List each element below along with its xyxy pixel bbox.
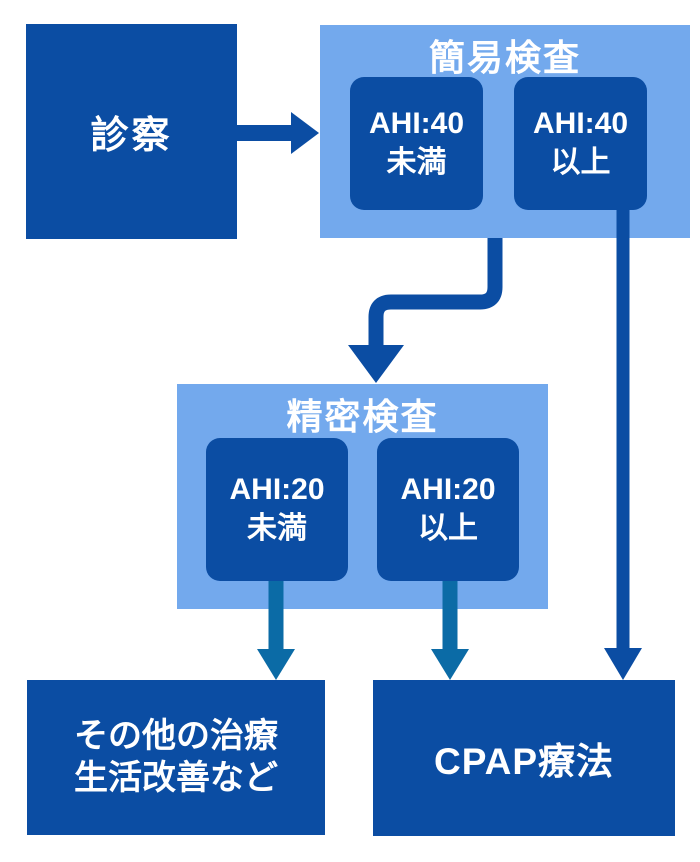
arrow-ahi40-over-to-cpap-icon: [604, 205, 642, 680]
ahi40-under-box: AHI:40 未満: [350, 77, 483, 210]
ahi40-under-line1: AHI:40: [368, 107, 465, 141]
ahi20-under-box: AHI:20 未満: [206, 438, 348, 581]
detailed-test-title: 精密検査: [286, 396, 439, 437]
ahi20-over-line2: 以上: [418, 511, 478, 545]
cpap-label: CPAP療法: [433, 741, 615, 782]
ahi40-over-line1: AHI:40: [532, 107, 629, 141]
ahi20-over-box: AHI:20 以上: [377, 438, 519, 581]
simple-test-title: 簡易検査: [428, 37, 581, 78]
ahi20-under-line2: 未満: [247, 511, 307, 545]
ahi20-under-line1: AHI:20: [229, 473, 325, 507]
ahi40-over-line2: 以上: [550, 145, 611, 179]
consult-label: 診察: [90, 115, 173, 157]
other-treatment-line2: 生活改善など: [74, 758, 278, 797]
other-treatment-line1: その他の治療: [74, 717, 278, 756]
ahi20-over-line1: AHI:20: [400, 473, 496, 507]
arrow-consult-to-simple-icon: [237, 112, 319, 154]
consult-box: 診察: [26, 24, 237, 239]
ahi40-under-line2: 未満: [386, 145, 447, 179]
other-treatment-box: その他の治療 生活改善など: [27, 680, 325, 835]
ahi40-over-box: AHI:40 以上: [514, 77, 647, 210]
arrow-simple-to-detailed-icon: [348, 238, 503, 383]
cpap-box: CPAP療法: [373, 680, 675, 836]
